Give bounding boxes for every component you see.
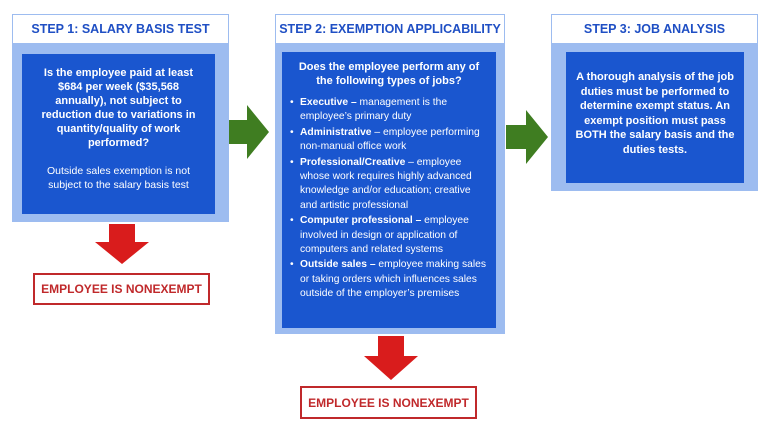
job-type-title: Administrative	[300, 126, 372, 138]
job-type-item: •Administrative – employee performing no…	[290, 126, 480, 153]
step2-question: Does the employee perform any of the fol…	[298, 61, 480, 87]
red-arrow-down-icon	[95, 224, 149, 264]
step3-body: A thorough analysis of the job duties mu…	[575, 71, 735, 156]
step1-header: STEP 1: SALARY BASIS TEST	[12, 14, 229, 44]
step3-panel: A thorough analysis of the job duties mu…	[566, 52, 744, 183]
step2-panel: Does the employee perform any of the fol…	[282, 52, 496, 328]
step1-question: Is the employee paid at least $684 per w…	[41, 67, 196, 149]
job-type-title: Executive –	[300, 97, 357, 108]
job-type-desc: management is the employee’s primary dut…	[300, 97, 448, 123]
job-type-title: Computer professional –	[300, 215, 422, 227]
green-arrow-right-icon	[229, 105, 269, 159]
arrow-shape	[229, 105, 269, 159]
green-arrow-right-icon	[506, 110, 548, 164]
step3-header: STEP 3: JOB ANALYSIS	[551, 14, 758, 44]
arrow-shape	[95, 224, 149, 264]
job-type-item: •Outside sales – employee making sales o…	[290, 259, 487, 300]
job-type-item: •Professional/Creative – employee whose …	[290, 156, 472, 211]
red-arrow-down-icon	[364, 336, 418, 380]
job-type-desc: – employee performing non-manual office …	[300, 126, 480, 153]
step2-result-nonexempt: EMPLOYEE IS NONEXEMPT	[300, 386, 477, 419]
job-type-desc: employee involved in design or applicati…	[300, 215, 469, 256]
job-type-title: Professional/Creative	[300, 156, 406, 168]
arrow-shape	[364, 336, 418, 380]
step2-header: STEP 2: EXEMPTION APPLICABILITY	[275, 14, 505, 44]
job-type-desc: employee making sales or taking orders w…	[300, 259, 487, 300]
job-type-item: •Executive – management is the employee’…	[290, 97, 448, 123]
step1-note: Outside sales exemption is not subject t…	[47, 165, 190, 191]
arrow-shape	[506, 110, 548, 164]
step1-panel: Is the employee paid at least $684 per w…	[22, 54, 215, 214]
job-type-item: •Computer professional – employee involv…	[290, 215, 469, 256]
job-type-title: Outside sales –	[300, 259, 376, 271]
job-type-list: •Executive – management is the employee’…	[290, 96, 488, 302]
job-type-desc: – employee whose work requires highly ad…	[300, 156, 472, 211]
step1-result-nonexempt: EMPLOYEE IS NONEXEMPT	[33, 273, 210, 305]
